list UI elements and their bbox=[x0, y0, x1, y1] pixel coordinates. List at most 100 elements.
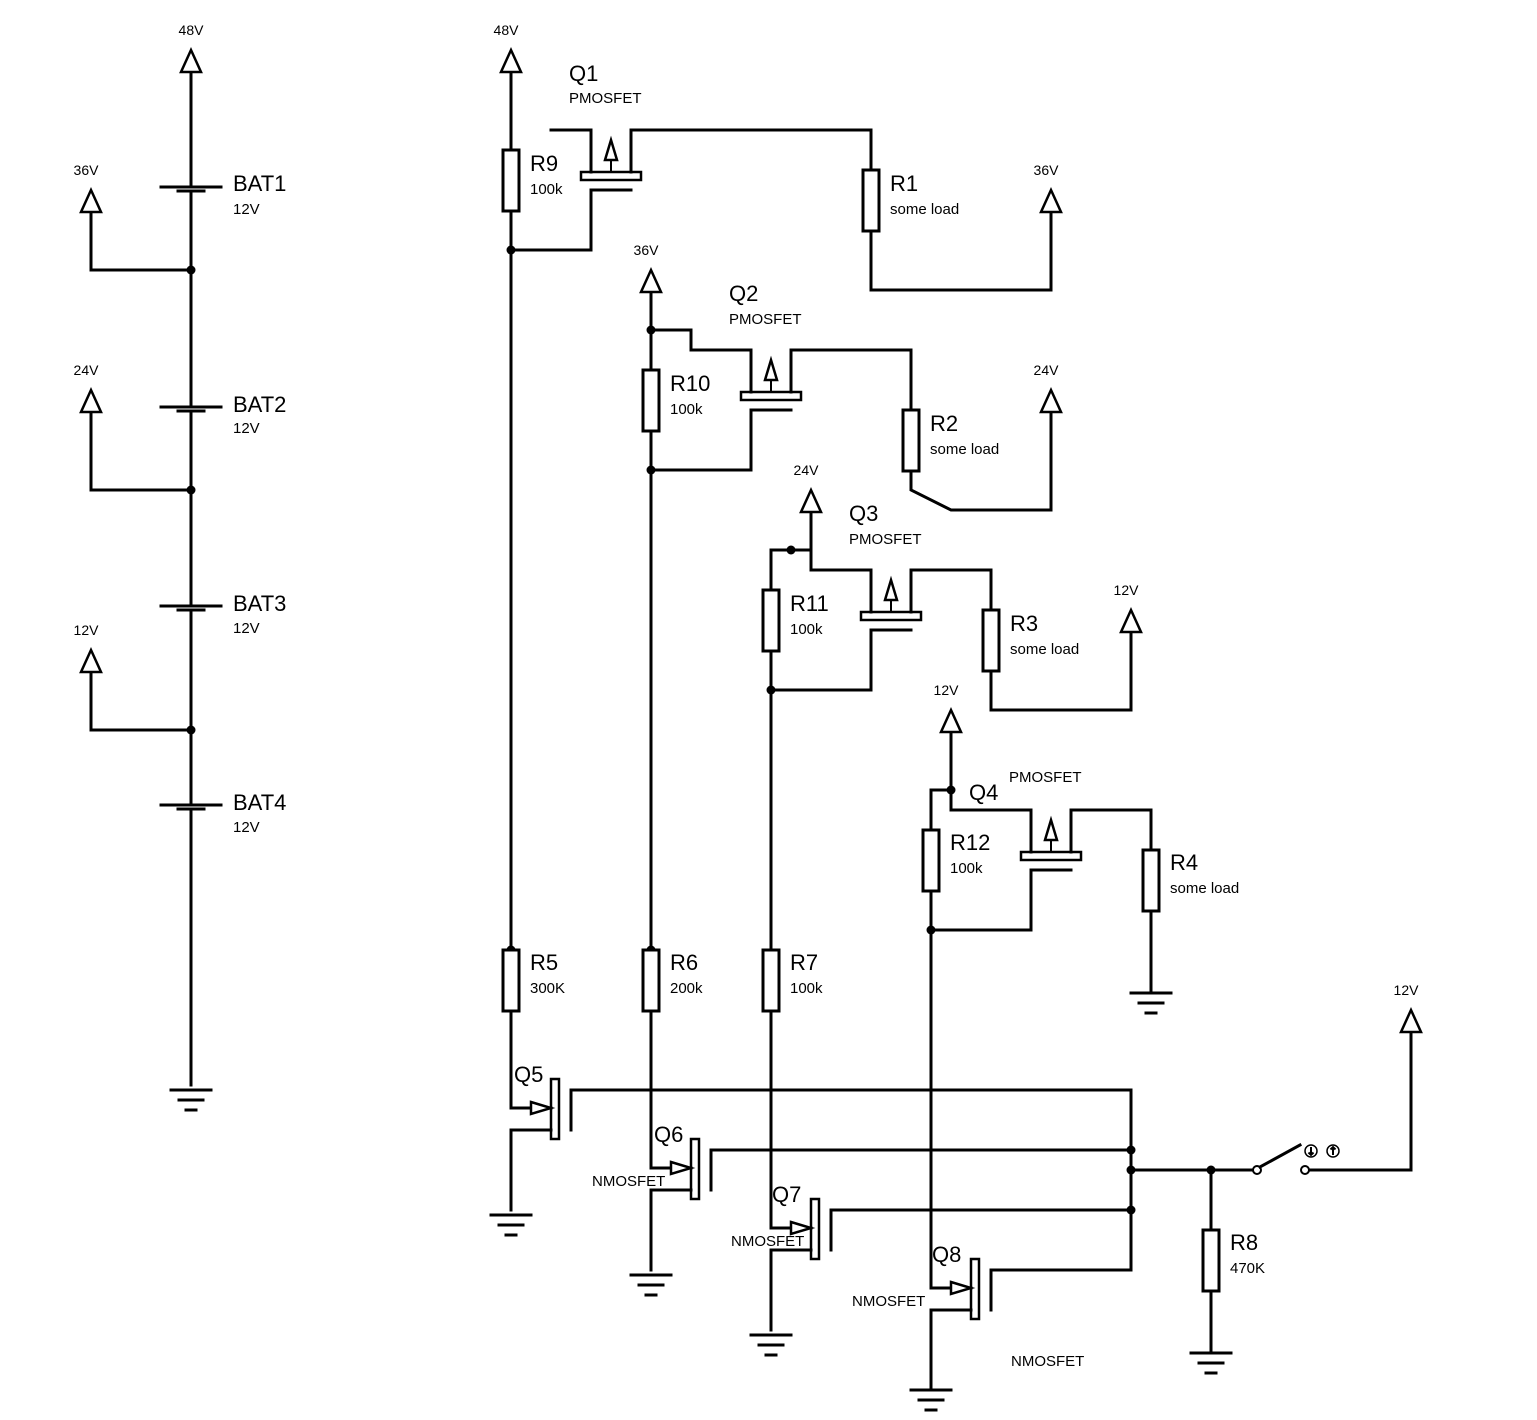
bat2-ref: BAT2 bbox=[233, 392, 286, 417]
resistor-r12: R12 100k bbox=[921, 828, 990, 893]
bat1-value: 12V bbox=[233, 201, 260, 218]
power-arrow-icon: 12V bbox=[934, 682, 963, 734]
resistor-r6: R6 200k bbox=[641, 948, 703, 1013]
q6-type: NMOSFET bbox=[592, 1173, 665, 1190]
ground-icon bbox=[1129, 991, 1173, 1015]
power-arrow-icon: 36V bbox=[634, 242, 663, 294]
rail-label: 12V bbox=[1114, 582, 1140, 598]
r8-value: 470K bbox=[1230, 1260, 1265, 1277]
pmosfet-q2: Q2 PMOSFET bbox=[729, 281, 803, 412]
ground-icon bbox=[909, 1388, 953, 1412]
q8-type: NMOSFET bbox=[852, 1293, 925, 1310]
r4-ref: R4 bbox=[1170, 850, 1198, 875]
resistor-r7: R7 100k bbox=[761, 948, 823, 1013]
battery-bat2: BAT2 12V bbox=[159, 392, 286, 437]
rail-label: 12V bbox=[74, 622, 100, 638]
rail-label: 24V bbox=[794, 462, 820, 478]
battery-bat1: BAT1 12V bbox=[159, 171, 286, 218]
power-arrow-icon: 36V bbox=[74, 162, 103, 214]
rail-label: 48V bbox=[179, 22, 205, 38]
q4-ref: Q4 bbox=[969, 780, 998, 805]
battery-bat3: BAT3 12V bbox=[159, 591, 286, 637]
r12-ref: R12 bbox=[950, 830, 990, 855]
r5-ref: R5 bbox=[530, 950, 558, 975]
r2-ref: R2 bbox=[930, 411, 958, 436]
r7-value: 100k bbox=[790, 980, 823, 997]
nmosfet-q5: Q5 bbox=[514, 1062, 573, 1141]
power-arrow-icon: 24V bbox=[1034, 362, 1063, 414]
power-arrow-icon: 48V bbox=[179, 22, 205, 74]
resistor-r5: R5 300K bbox=[501, 948, 565, 1013]
r3-ref: R3 bbox=[1010, 611, 1038, 636]
battery-stack: BAT1 12V BAT2 12V BAT3 12V BAT4 12V bbox=[89, 70, 286, 1087]
nmosfet-q8: Q8 NMOSFET bbox=[852, 1242, 993, 1321]
q1-ref: Q1 bbox=[569, 61, 598, 86]
toggle-switch[interactable] bbox=[1252, 1142, 1340, 1175]
r11-ref: R11 bbox=[790, 591, 829, 616]
ground-icon bbox=[1189, 1351, 1233, 1375]
r7-ref: R7 bbox=[790, 950, 818, 975]
q7-type: NMOSFET bbox=[731, 1233, 804, 1250]
q5-ref: Q5 bbox=[514, 1062, 543, 1087]
power-arrow-icon: 12V bbox=[1394, 982, 1423, 1034]
rail-label: 24V bbox=[1034, 362, 1060, 378]
q3-ref: Q3 bbox=[849, 501, 878, 526]
battery-bat4: BAT4 12V bbox=[159, 790, 286, 836]
q2-type: PMOSFET bbox=[729, 311, 802, 328]
rail-label: 12V bbox=[934, 682, 960, 698]
bat3-ref: BAT3 bbox=[233, 591, 286, 616]
q3-type: PMOSFET bbox=[849, 531, 922, 548]
r6-ref: R6 bbox=[670, 950, 698, 975]
q4-type: PMOSFET bbox=[1009, 769, 1082, 786]
resistor-r11: R11 100k bbox=[761, 588, 829, 653]
r9-ref: R9 bbox=[530, 151, 558, 176]
wiring bbox=[509, 70, 1413, 1392]
power-arrow-icon: 12V bbox=[74, 622, 103, 674]
rail-label: 48V bbox=[494, 22, 520, 38]
resistor-r8: R8 470K bbox=[1201, 1228, 1265, 1293]
power-arrow-icon: 48V bbox=[494, 22, 523, 74]
resistors: R1 some load R2 some load R3 some load R… bbox=[501, 148, 1265, 1293]
ground-icon bbox=[169, 1088, 213, 1112]
r11-value: 100k bbox=[790, 621, 823, 638]
bat1-ref: BAT1 bbox=[233, 171, 286, 196]
nmosfet-label: NMOSFET bbox=[1011, 1353, 1084, 1370]
switch-up-arrow-icon[interactable] bbox=[1326, 1144, 1340, 1158]
power-arrow-icon: 24V bbox=[794, 462, 823, 514]
r1-value: some load bbox=[890, 201, 959, 218]
grounds bbox=[169, 991, 1233, 1412]
rail-label: 36V bbox=[1034, 162, 1060, 178]
switch-down-arrow-icon[interactable] bbox=[1304, 1144, 1318, 1158]
pmosfet-q1: Q1 PMOSFET bbox=[569, 61, 643, 192]
q8-ref: Q8 bbox=[932, 1242, 961, 1267]
bat2-value: 12V bbox=[233, 420, 260, 437]
r9-value: 100k bbox=[530, 181, 563, 198]
bat3-value: 12V bbox=[233, 620, 260, 637]
r8-ref: R8 bbox=[1230, 1230, 1258, 1255]
resistor-r10: R10 100k bbox=[641, 368, 710, 433]
resistor-r2: R2 some load bbox=[901, 408, 999, 473]
resistor-r1: R1 some load bbox=[861, 168, 959, 233]
r10-ref: R10 bbox=[670, 371, 710, 396]
rail-label: 24V bbox=[74, 362, 100, 378]
power-arrow-icon: 36V bbox=[1034, 162, 1063, 214]
r4-value: some load bbox=[1170, 880, 1239, 897]
ground-icon bbox=[489, 1213, 533, 1237]
pmosfets: Q1 PMOSFET Q2 PMOSFET Q3 PMOSFET bbox=[569, 61, 1083, 872]
r6-value: 200k bbox=[670, 980, 703, 997]
q2-ref: Q2 bbox=[729, 281, 758, 306]
nmosfets: Q5 Q6 NMOSFET Q7 NMOSFET Q8 N bbox=[514, 1062, 1084, 1370]
junction-dot bbox=[186, 265, 196, 275]
junctions bbox=[506, 245, 1216, 1215]
r12-value: 100k bbox=[950, 860, 983, 877]
pmosfet-q3: Q3 PMOSFET bbox=[849, 501, 923, 632]
r2-value: some load bbox=[930, 441, 999, 458]
ground-icon bbox=[629, 1273, 673, 1297]
r5-value: 300K bbox=[530, 980, 565, 997]
resistor-r4: R4 some load bbox=[1141, 848, 1239, 913]
junction-dot bbox=[186, 725, 196, 735]
r10-value: 100k bbox=[670, 401, 703, 418]
nmosfet-q7: Q7 NMOSFET bbox=[731, 1182, 833, 1261]
r1-ref: R1 bbox=[890, 171, 918, 196]
